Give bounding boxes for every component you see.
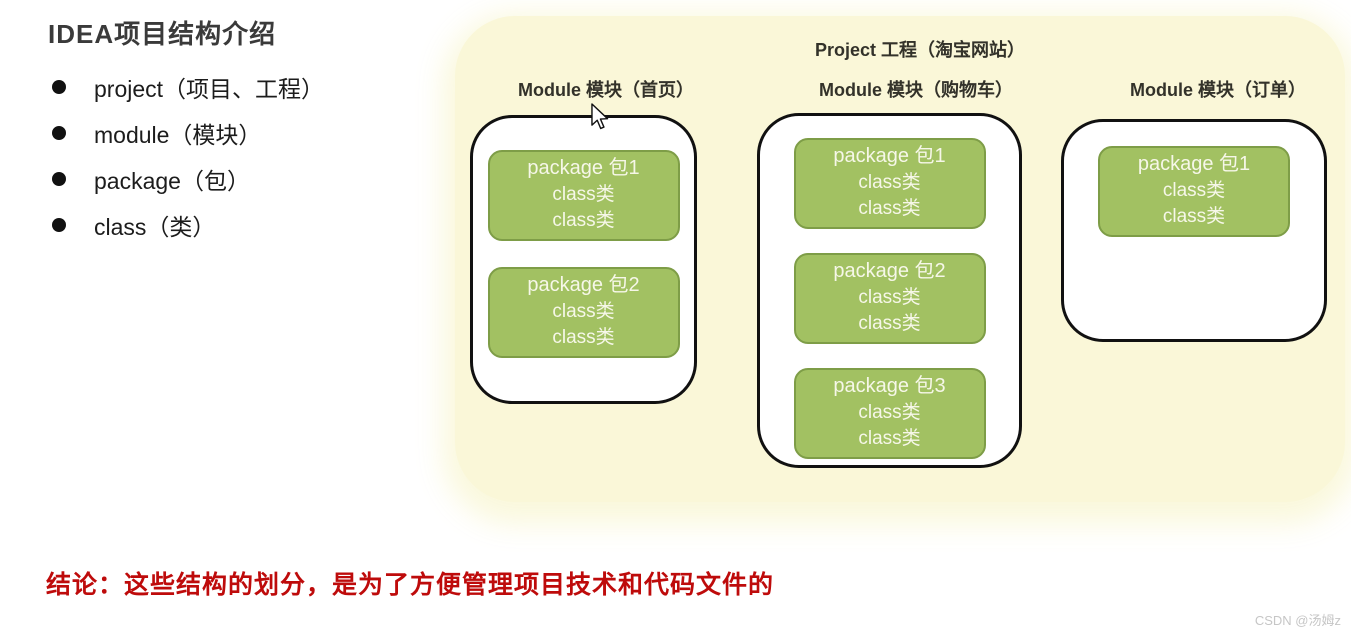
list-item: project（项目、工程） [52, 64, 324, 110]
bullet-text: project（项目、工程） [94, 76, 325, 102]
package-title: package 包3 [833, 375, 946, 397]
class-item: class类 [552, 327, 615, 348]
list-item: class（类） [52, 202, 324, 248]
watermark: CSDN @汤姆z [1254, 613, 1341, 628]
class-item: class类 [858, 172, 921, 193]
package-title: package 包2 [527, 274, 640, 296]
package-box: package 包1 class类 class类 [1098, 146, 1290, 237]
bullet-text: module（模块） [94, 122, 262, 148]
class-item: class类 [1162, 206, 1226, 227]
package-title: package 包1 [527, 157, 640, 179]
module-label-order: Module 模块（订单） [1130, 80, 1306, 100]
class-item: class类 [858, 402, 921, 423]
class-item: class类 [552, 301, 615, 322]
package-title: package 包2 [833, 260, 946, 282]
class-item: class类 [858, 313, 921, 334]
bullet-text: class（类） [94, 214, 216, 240]
module-box-home: package 包1 class类 class类 package 包2 clas… [470, 115, 697, 404]
bullet-text: package（包） [94, 168, 250, 194]
package-box: package 包1 class类 class类 [793, 138, 986, 229]
list-item: module（模块） [52, 110, 324, 156]
module-box-order: package 包1 class类 class类 [1061, 119, 1327, 342]
package-box: package 包2 class类 class类 [487, 267, 680, 358]
class-item: class类 [858, 287, 921, 308]
class-item: class类 [858, 198, 921, 219]
mouse-cursor-icon [591, 103, 609, 130]
package-title: package 包1 [833, 145, 946, 167]
conclusion-text: 结论：这些结构的划分，是为了方便管理项目技术和代码文件的 [46, 571, 775, 599]
bullet-icon [52, 126, 66, 140]
page-title: IDEA项目结构介绍 [48, 19, 277, 49]
bullet-list: project（项目、工程） module（模块） package（包） cla… [52, 64, 324, 248]
class-item: class类 [858, 428, 921, 449]
package-box: package 包1 class类 class类 [487, 150, 680, 241]
module-box-cart: package 包1 class类 class类 package 包2 clas… [757, 113, 1022, 468]
package-title: package 包1 [1137, 153, 1251, 175]
module-label-cart: Module 模块（购物车） [819, 80, 1013, 100]
bullet-icon [52, 218, 66, 232]
bullet-icon [52, 172, 66, 186]
class-item: class类 [552, 184, 615, 205]
project-label: Project 工程（淘宝网站） [814, 40, 1026, 60]
list-item: package（包） [52, 156, 324, 202]
class-item: class类 [552, 210, 615, 231]
bullet-icon [52, 80, 66, 94]
package-box: package 包3 class类 class类 [793, 368, 986, 459]
module-label-home: Module 模块（首页） [518, 80, 694, 100]
class-item: class类 [1162, 180, 1226, 201]
package-box: package 包2 class类 class类 [793, 253, 986, 344]
